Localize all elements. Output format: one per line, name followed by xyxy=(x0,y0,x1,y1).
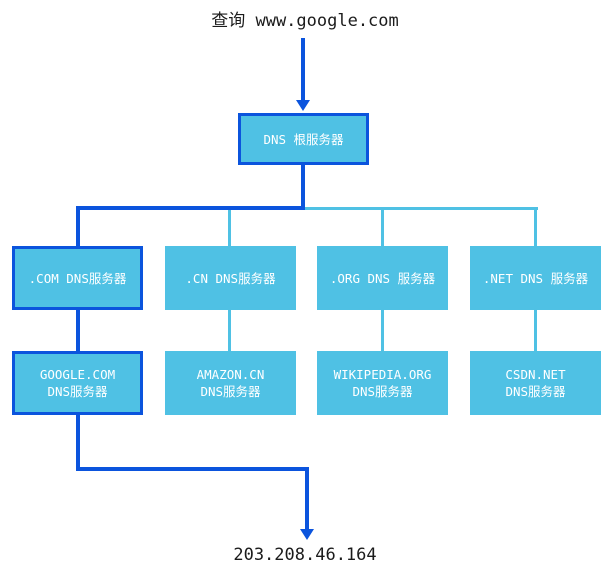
node-auth-wikipedia-org-line1: WIKIPEDIA.ORG xyxy=(333,367,432,382)
root-to-bus-line xyxy=(301,165,305,210)
node-auth-amazon-cn[interactable]: AMAZON.CN DNS服务器 xyxy=(165,351,296,415)
node-tld-com-label: .COM DNS服务器 xyxy=(28,270,127,286)
connector-com-to-google xyxy=(76,308,80,353)
node-auth-amazon-cn-line2: DNS服务器 xyxy=(200,384,261,399)
node-auth-csdn-net-line1: CSDN.NET xyxy=(505,367,566,382)
node-tld-cn-label: .CN DNS服务器 xyxy=(185,270,276,286)
node-tld-com[interactable]: .COM DNS服务器 xyxy=(12,246,143,310)
answer-arrow-head xyxy=(300,529,314,540)
bus-drop-org xyxy=(381,207,384,249)
answer-path-down xyxy=(76,413,80,471)
bus-highlight-segment xyxy=(76,206,305,210)
bus-drop-com xyxy=(76,206,80,249)
bus-drop-net xyxy=(534,207,537,249)
node-tld-org[interactable]: .ORG DNS 服务器 xyxy=(317,246,448,310)
node-tld-org-label: .ORG DNS 服务器 xyxy=(329,270,436,286)
connector-cn-to-amazon xyxy=(228,310,231,352)
node-auth-csdn-net-line2: DNS服务器 xyxy=(505,384,566,399)
node-auth-wikipedia-org[interactable]: WIKIPEDIA.ORG DNS服务器 xyxy=(317,351,448,415)
connector-net-to-csdn xyxy=(534,310,537,352)
node-dns-root-label: DNS 根服务器 xyxy=(263,131,344,147)
node-tld-net-label: .NET DNS 服务器 xyxy=(482,270,589,286)
query-arrow-line xyxy=(301,38,305,102)
node-auth-amazon-cn-line1: AMAZON.CN xyxy=(196,367,265,382)
bus-drop-cn xyxy=(228,207,231,249)
node-auth-google-com-line2: DNS服务器 xyxy=(47,384,108,399)
node-auth-csdn-net[interactable]: CSDN.NET DNS服务器 xyxy=(470,351,601,415)
query-arrow-head xyxy=(296,100,310,111)
result-ip-label: 203.208.46.164 xyxy=(233,545,377,565)
node-auth-google-com-line1: GOOGLE.COM xyxy=(39,367,116,382)
query-label: 查询 www.google.com xyxy=(211,11,399,31)
node-dns-root[interactable]: DNS 根服务器 xyxy=(238,113,369,165)
node-auth-wikipedia-org-line2: DNS服务器 xyxy=(352,384,413,399)
node-tld-net[interactable]: .NET DNS 服务器 xyxy=(470,246,601,310)
node-tld-cn[interactable]: .CN DNS服务器 xyxy=(165,246,296,310)
connector-org-to-wikipedia xyxy=(381,310,384,352)
answer-path-final-down xyxy=(305,467,309,531)
node-auth-google-com[interactable]: GOOGLE.COM DNS服务器 xyxy=(12,351,143,415)
answer-path-across xyxy=(76,467,309,471)
